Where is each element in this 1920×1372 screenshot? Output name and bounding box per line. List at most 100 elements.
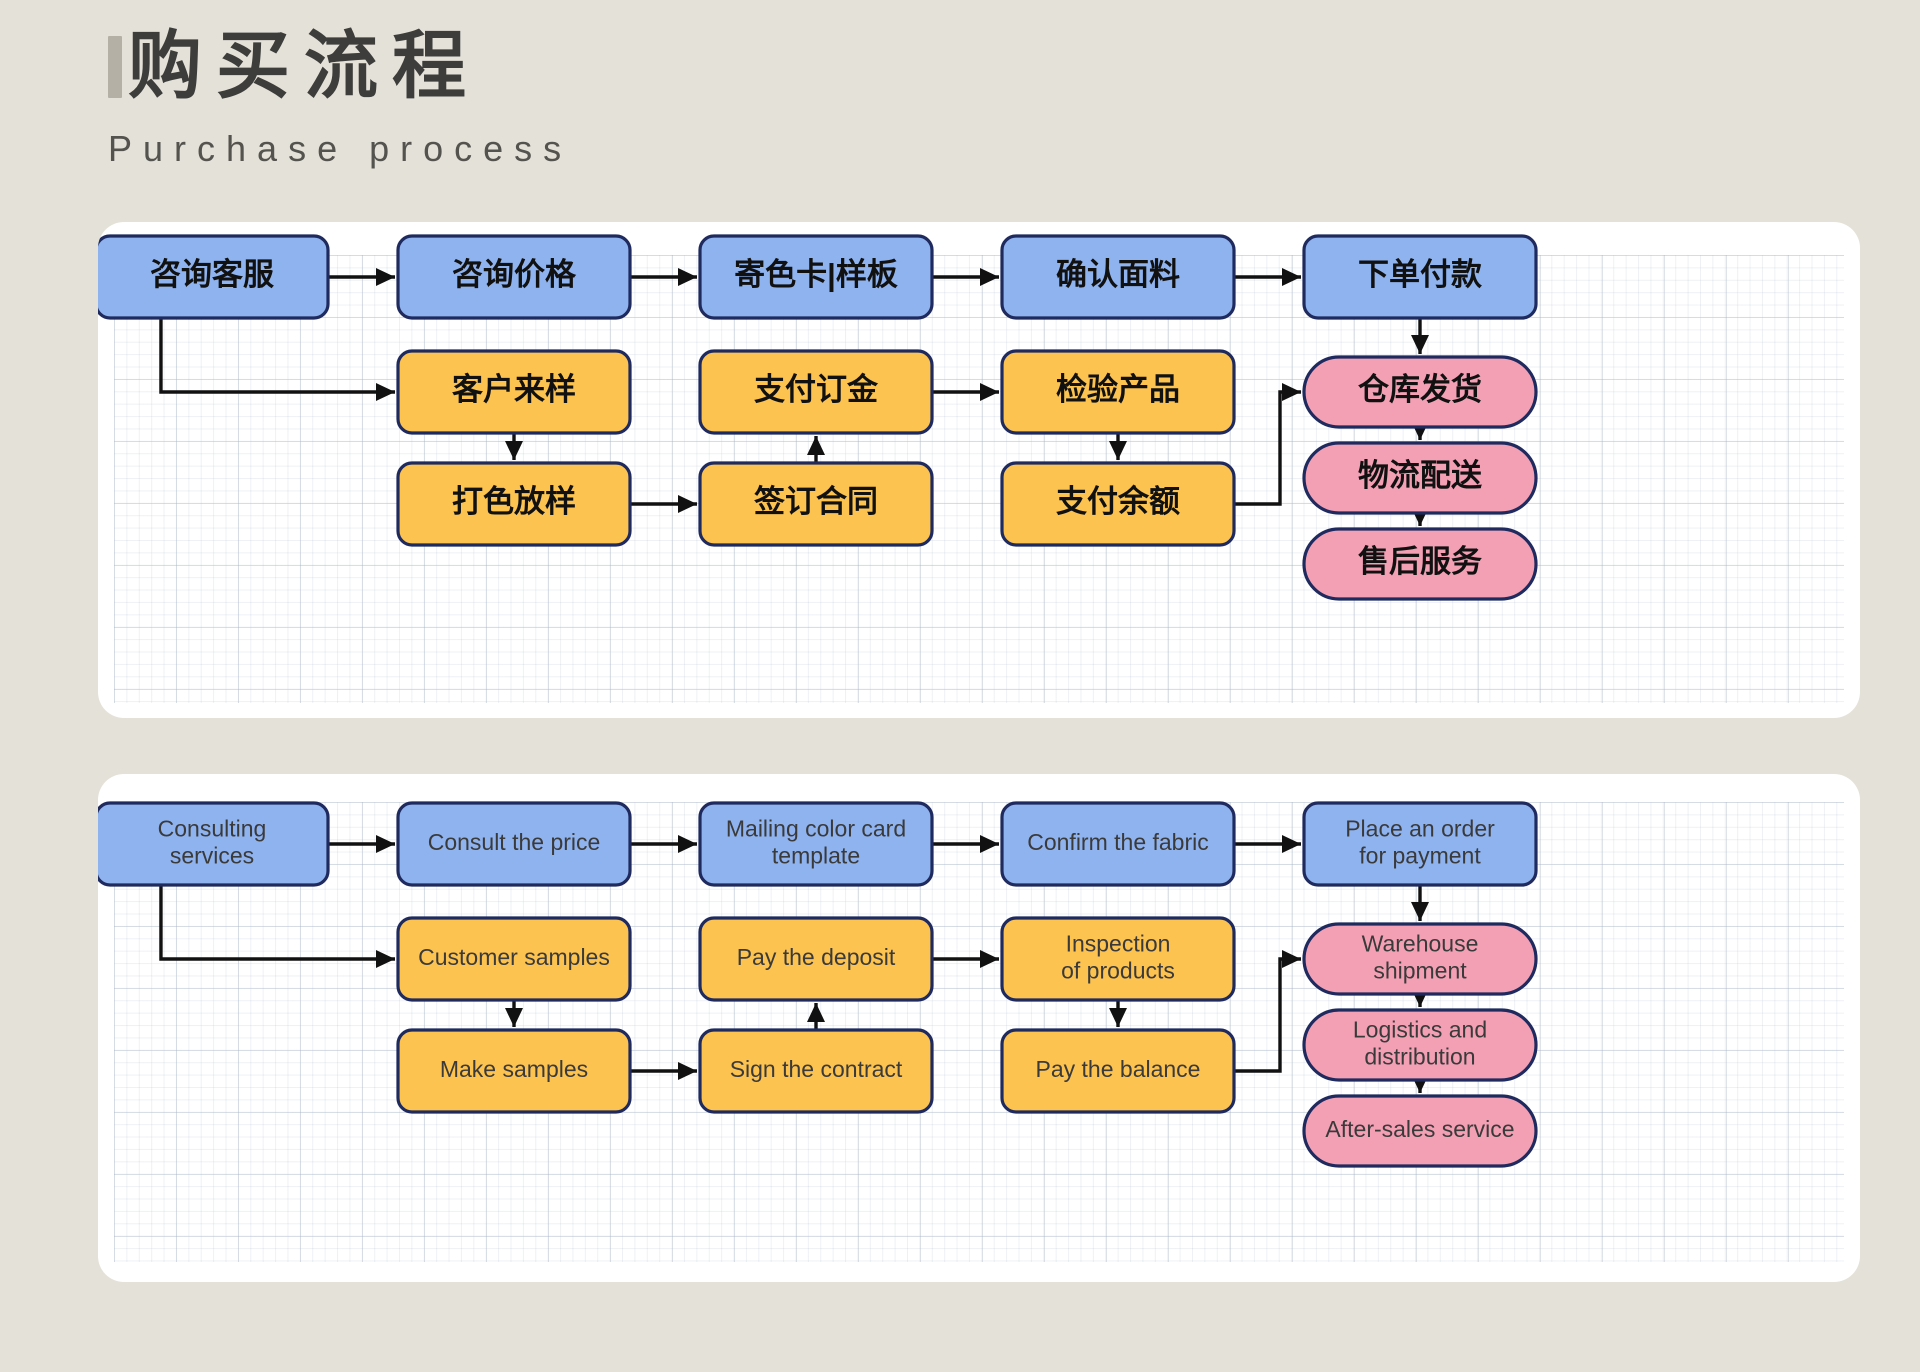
arrow-head — [1282, 835, 1301, 853]
flow-node[interactable]: 确认面料 — [1000, 234, 1236, 320]
flow-node[interactable]: 售后服务 — [1302, 527, 1538, 601]
node-label: Confirm the fabric — [1027, 829, 1209, 855]
flow-node[interactable]: 寄色卡|样板 — [698, 234, 934, 320]
arrow-head — [1411, 335, 1429, 354]
flow-node[interactable]: Make samples — [396, 1028, 632, 1114]
arrow-head — [678, 1062, 697, 1080]
flow-node[interactable]: 检验产品 — [1000, 349, 1236, 435]
arrow-head — [980, 268, 999, 286]
node-shape-blue — [98, 801, 330, 887]
flow-node[interactable]: 支付订金 — [698, 349, 934, 435]
arrow-head — [807, 436, 825, 455]
arrow-head — [807, 1003, 825, 1022]
arrow-head — [980, 383, 999, 401]
node-shape-orange — [698, 1028, 934, 1114]
node-shape-orange — [1000, 916, 1236, 1002]
flow-node[interactable]: After-sales service — [1302, 1094, 1538, 1168]
node-shape-blue — [1000, 234, 1236, 320]
arrow-head — [678, 268, 697, 286]
title-accent-bar — [108, 36, 122, 98]
arrow-head — [505, 441, 523, 460]
node-shape-orange — [1000, 349, 1236, 435]
flow-node[interactable]: 咨询客服 — [98, 234, 330, 320]
node-label: Customer samples — [418, 944, 610, 970]
arrow-head — [505, 1008, 523, 1027]
node-label: Sign the contract — [730, 1056, 903, 1082]
node-label: 支付订金 — [754, 372, 879, 407]
flow-node[interactable]: 打色放样 — [396, 461, 632, 547]
node-label: Consult the price — [428, 829, 601, 855]
node-shape-orange — [1000, 1028, 1236, 1114]
node-shape-blue — [396, 801, 632, 887]
flow-node[interactable]: Confirm the fabric — [1000, 801, 1236, 887]
flow-node[interactable]: 物流配送 — [1302, 441, 1538, 515]
node-shape-orange — [1000, 461, 1236, 547]
connector-layer — [159, 268, 1429, 526]
node-shape-orange — [396, 1028, 632, 1114]
node-shape-orange — [698, 349, 934, 435]
node-shape-pink — [1302, 527, 1538, 601]
flow-node[interactable]: Sign the contract — [698, 1028, 934, 1114]
connector — [159, 885, 395, 961]
connector — [159, 318, 395, 394]
node-label: 签订合同 — [754, 484, 878, 519]
node-label: After-sales service — [1325, 1116, 1514, 1142]
node-shape-orange — [698, 461, 934, 547]
node-label: 寄色卡|样板 — [734, 257, 898, 292]
arrow-head — [980, 950, 999, 968]
page-subtitle: Purchase process — [108, 128, 573, 169]
flow-node[interactable]: 下单付款 — [1302, 234, 1538, 320]
flow-node[interactable]: Customer samples — [396, 916, 632, 1002]
node-label: 支付余额 — [1056, 484, 1180, 519]
flow-node[interactable]: 签订合同 — [698, 461, 934, 547]
flow-node[interactable]: Pay the balance — [1000, 1028, 1236, 1114]
flow-node[interactable]: 支付余额 — [1000, 461, 1236, 547]
node-label: Pay the balance — [1036, 1056, 1201, 1082]
node-label: 确认面料 — [1056, 257, 1180, 292]
node-shape-pink — [1302, 355, 1538, 429]
node-label: 下单付款 — [1358, 257, 1483, 292]
node-shape-blue — [698, 234, 934, 320]
node-label: 打色放样 — [452, 484, 576, 519]
arrow-head — [1282, 950, 1301, 968]
node-shape-blue — [1302, 801, 1538, 887]
arrow-head — [1109, 441, 1127, 460]
arrow-head — [376, 268, 395, 286]
node-label: 仓库发货 — [1358, 372, 1482, 407]
node-shape-pink — [1302, 1094, 1538, 1168]
node-shape-blue — [1000, 801, 1236, 887]
arrow-head — [678, 835, 697, 853]
flow-node[interactable]: 客户来样 — [396, 349, 632, 435]
flow-node[interactable]: Pay the deposit — [698, 916, 934, 1002]
flow-node[interactable]: Consult the price — [396, 801, 632, 887]
flow-node[interactable]: 仓库发货 — [1302, 355, 1538, 429]
node-shape-pink — [1302, 922, 1538, 996]
page-title: 购买流程 — [128, 24, 480, 107]
node-label: 检验产品 — [1056, 372, 1180, 407]
graph-paper-grid — [114, 255, 1844, 703]
arrow-head — [678, 495, 697, 513]
node-shape-blue — [1302, 234, 1538, 320]
node-label: 咨询客服 — [150, 257, 274, 292]
arrow-head — [1282, 268, 1301, 286]
chinese-flowchart-card: 咨询客服 咨询价格 寄色卡|样板 确认面料 下单付款客户来样 支付订金 检验产品打色放样 签订… — [98, 222, 1860, 718]
flow-node[interactable]: 咨询价格 — [396, 234, 632, 320]
arrow-head — [376, 950, 395, 968]
node-shape-orange — [396, 349, 632, 435]
arrow-head — [1411, 902, 1429, 921]
